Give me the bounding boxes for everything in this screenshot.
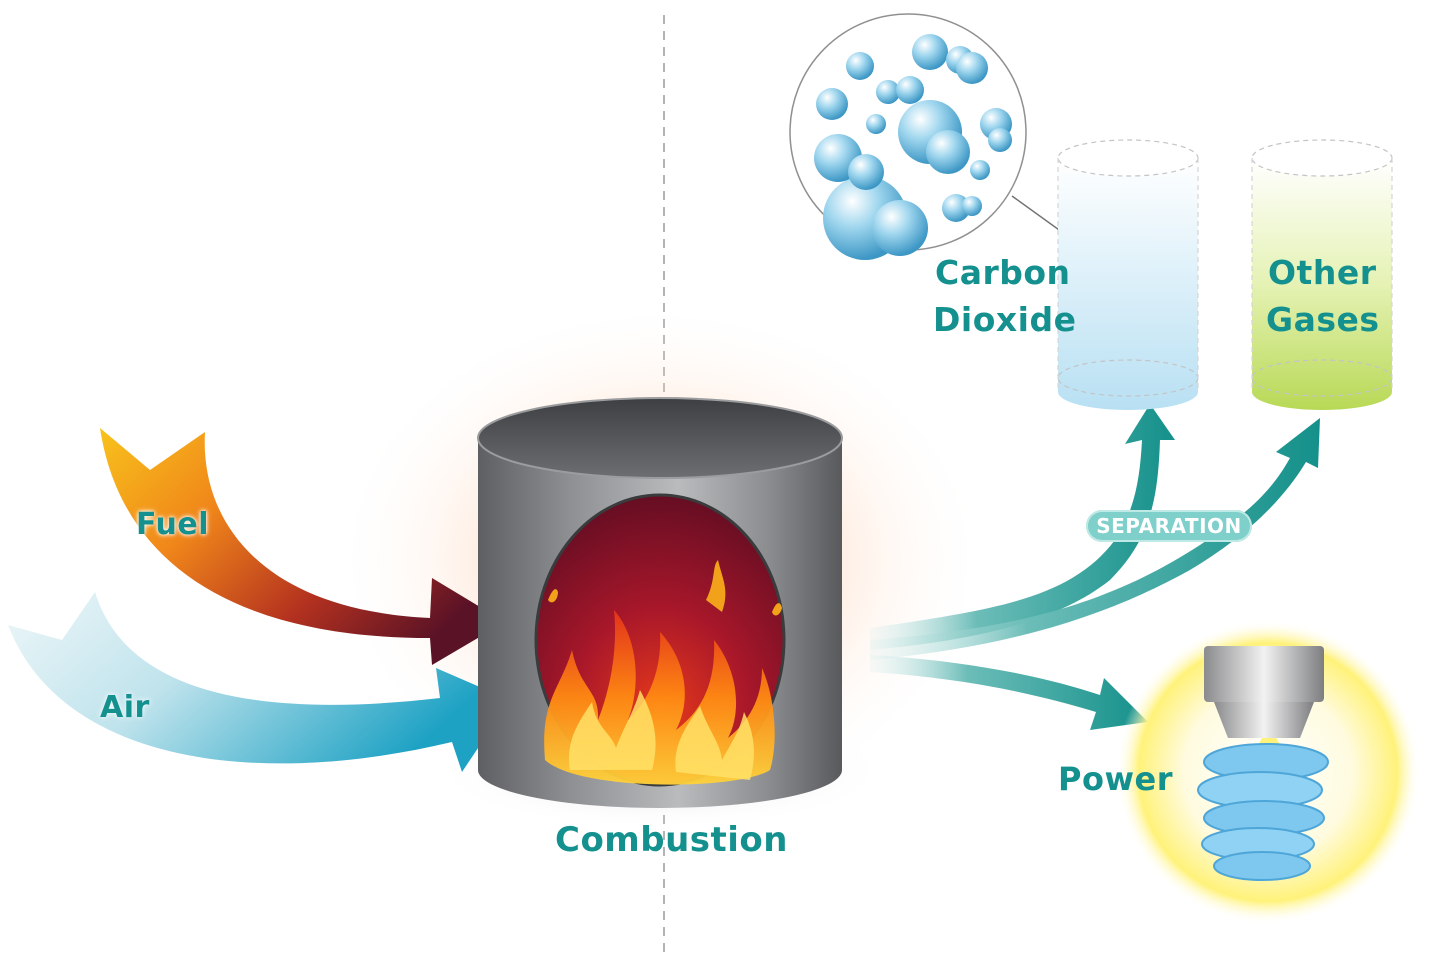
co2-molecules-icon <box>789 13 1102 262</box>
flame-icon <box>544 560 782 785</box>
other-gases-label-line2: Gases <box>1266 300 1380 339</box>
air-arrow-icon <box>8 592 510 772</box>
other-gases-cylinder-icon <box>1251 139 1393 410</box>
other-gases-label-line1: Other <box>1268 253 1377 292</box>
separation-badge: SEPARATION <box>1086 510 1252 542</box>
carbon-dioxide-label-line2: Dioxide <box>933 300 1077 339</box>
combustion-label: Combustion <box>555 820 788 860</box>
fuel-label: Fuel <box>136 507 209 542</box>
fuel-arrow-icon <box>100 428 505 665</box>
power-flow <box>870 655 1148 730</box>
carbon-dioxide-label-line1: Carbon <box>935 253 1071 292</box>
power-label: Power <box>1058 760 1173 798</box>
light-bulb-icon <box>1116 620 1420 924</box>
co2-cylinder-icon <box>1057 139 1199 410</box>
combustion-chamber-icon <box>477 397 843 808</box>
air-label: Air <box>100 690 150 725</box>
